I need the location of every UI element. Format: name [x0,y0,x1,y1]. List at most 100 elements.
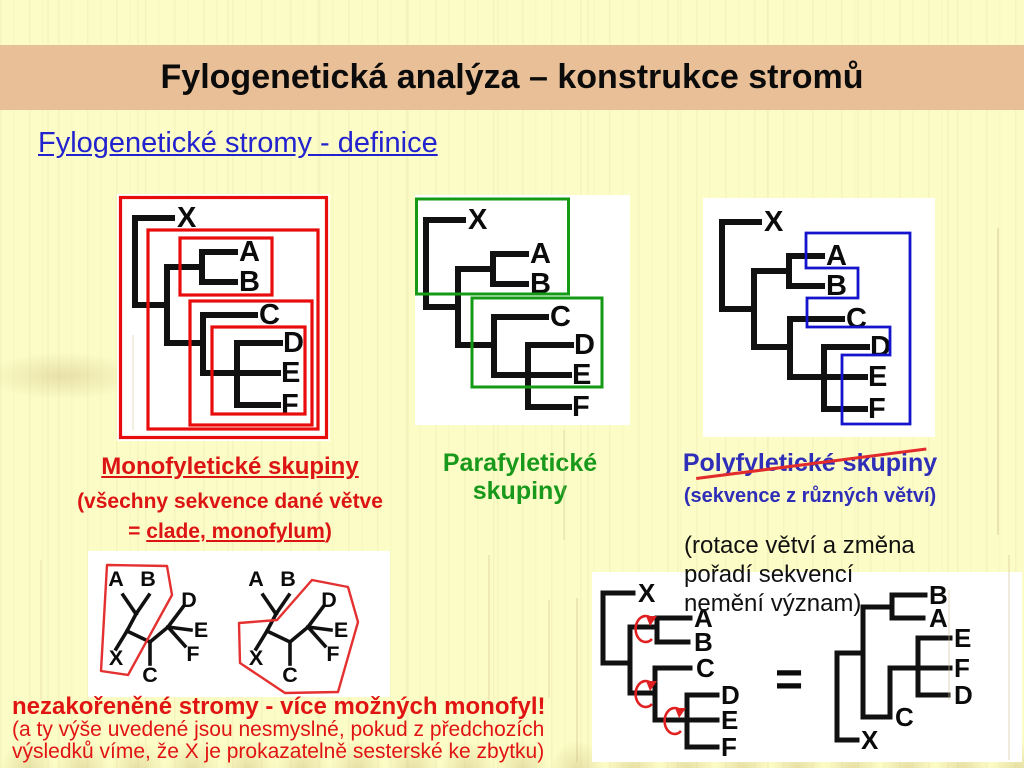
leaf-label: X [468,204,488,236]
tree-branch [264,628,293,645]
leaf-label: B [530,268,551,300]
leaf-label: D [870,331,891,363]
leaf-label: F [954,653,970,683]
leaf-label: X [249,646,264,670]
tree-branch [165,624,194,633]
tree-branch [133,592,152,617]
leaf-label: D [954,680,973,710]
page-title: Fylogenetická analýza – konstrukce strom… [160,58,864,96]
rotation-arrowhead [646,681,657,691]
tree-branch [165,604,186,630]
leaf-label: X [177,202,197,234]
leaf-label: B [239,266,260,298]
polyphyletic-outline [804,231,912,426]
leaf-label: A [108,567,124,591]
tree-branch [124,611,139,634]
leaf-label: D [321,588,337,612]
leaf-label: B [280,567,296,591]
leaf-label: F [186,642,199,666]
monophylum-outline-right [237,578,360,695]
leaf-label: B [694,627,713,657]
background-streak [997,228,999,535]
tree-branch [273,592,292,617]
leaf-label: D [181,588,197,612]
leaf-label: F [572,391,590,423]
background-streak [576,598,578,762]
rotation-arrowhead [675,708,686,718]
leaf-label: B [140,567,156,591]
leaf-label: X [638,578,656,608]
leaf-label: D [574,329,595,361]
leaf-label: F [326,642,339,666]
group-box [188,299,314,427]
polyphyletic-subtext: (sekvence z různých větví) [683,485,937,507]
paraphyletic-heading-line1: Parafyletické [442,449,598,477]
paraphyletic-label-block: Parafyletické skupiny [430,449,610,505]
leaf-label: D [721,680,740,710]
definition-link[interactable]: Fylogenetické stromy - definice [38,127,438,159]
leaf-label: C [550,301,571,333]
monophyletic-label-block: Monofyletické skupiny (všechny sekvence … [70,452,390,547]
leaf-label: A [530,238,551,270]
leaf-label: X [764,206,784,238]
leaf-label: C [259,299,280,331]
unrooted-caption-line1: nezakořeněné stromy - více možných monof… [12,693,546,720]
leaf-label: D [283,327,304,359]
tree-branch [305,624,328,649]
leaf-label: C [282,663,298,687]
leaf-label: A [239,236,260,268]
leaf-label: E [868,361,887,393]
leaf-label: C [895,702,914,732]
leaf-label: A [694,603,713,633]
unrooted-caption: nezakořeněné stromy - více možných monof… [12,694,545,763]
leaf-label: E [194,618,208,642]
group-box [118,195,329,440]
leaf-label: F [281,389,299,421]
monophyletic-line2: (všechny sekvence dané větve [77,490,383,513]
tree-branch [120,592,139,617]
group-box [210,325,307,416]
leaf-label: A [929,603,948,633]
tree-branch [147,624,171,645]
rotation-arrowhead [646,616,657,626]
leaf-label: X [861,725,879,755]
group-box [415,197,570,296]
group-box [146,228,320,431]
leaf-label: A [826,240,847,272]
equals-sign: = [775,654,803,707]
leaf-label: C [142,663,158,687]
leaf-label: E [334,618,348,642]
monophylum-outline-left [99,563,174,677]
clade-term: clade, monofylum [146,520,325,543]
monophyletic-heading: Monofyletické skupiny [101,453,359,480]
tree-branch [305,604,326,630]
monophyletic-line3: = clade, monofylum) [128,520,332,543]
polyphyletic-label-block: Polyfyletické skupiny (sekvence z různýc… [655,448,965,509]
tree-branch [305,624,334,633]
leaf-label: A [248,567,264,591]
paraphyletic-heading-line2: skupiny [472,477,568,505]
background-streak [548,600,550,698]
background-streak [40,560,42,700]
leaf-label: C [696,653,715,683]
leaf-label: E [281,357,300,389]
leaf-label: E [721,705,738,735]
group-box [470,296,604,389]
leaf-label: E [572,359,591,391]
unrooted-caption-line2: (a ty výše uvedené jsou nesmyslné, pokud… [12,718,545,741]
tree-branch [264,611,279,634]
leaf-label: X [109,646,124,670]
unrooted-caption-line3: výsledků víme, že X je prokazatelně sest… [12,740,545,763]
leaf-label: E [954,623,971,653]
rotation-note: (rotace větví a změna pořadí sekvencí ne… [684,532,915,617]
tree-branch [253,628,270,652]
